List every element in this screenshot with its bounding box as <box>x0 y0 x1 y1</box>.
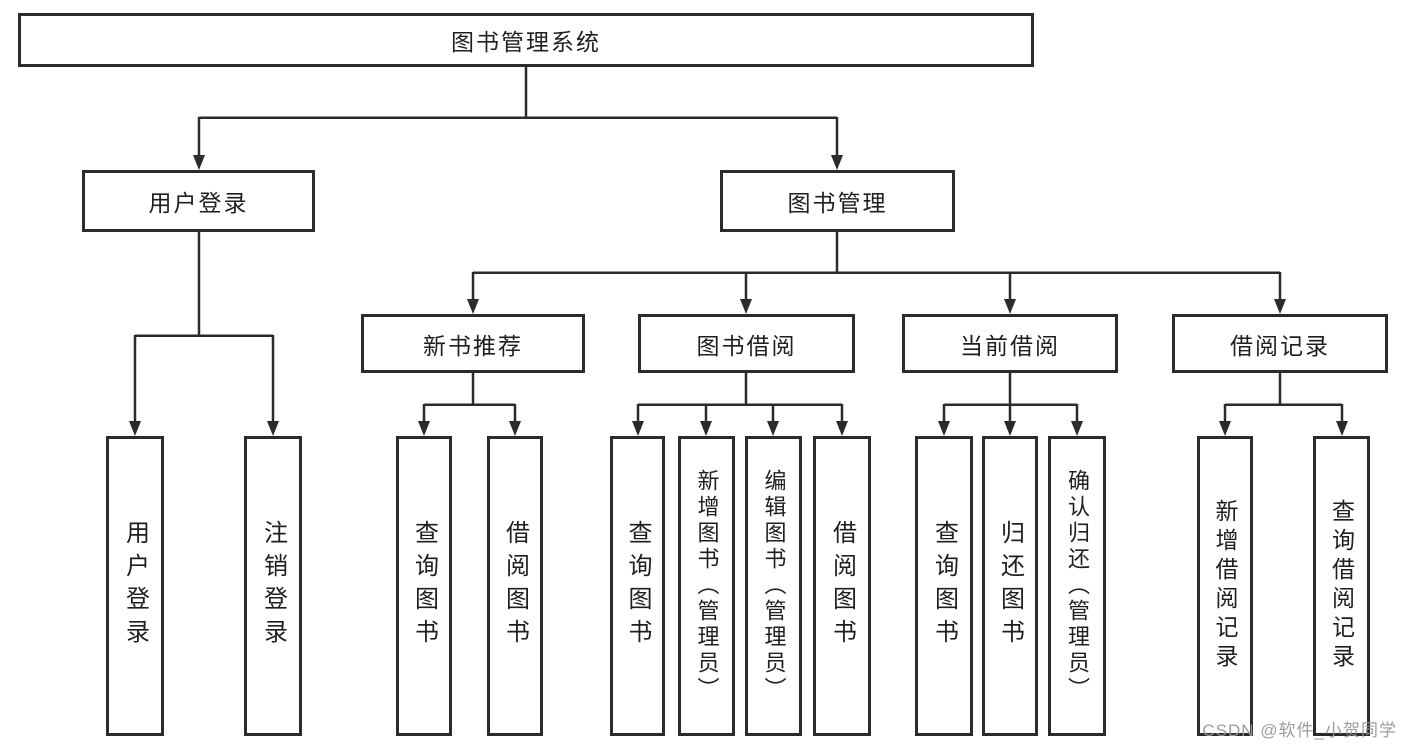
leaf-add-book-admin-label: 新增图书（管理员） <box>694 469 720 703</box>
leaf-return-books-label: 归还图书 <box>996 520 1024 652</box>
leaf-edit-book-admin-label: 编辑图书（管理员） <box>761 469 787 703</box>
leaf-logout: 注销登录 <box>244 436 302 736</box>
leaf-query-books-recommend-label: 查询图书 <box>410 520 438 652</box>
node-borrow-records: 借阅记录 <box>1172 314 1388 373</box>
node-borrow-records-label: 借阅记录 <box>1230 332 1330 359</box>
edge-borrow-records-to-leaves <box>1219 373 1348 436</box>
leaf-return-books: 归还图书 <box>982 436 1038 736</box>
edge-user-login-to-leaves <box>129 232 279 436</box>
leaf-borrow-books: 借阅图书 <box>813 436 871 736</box>
leaf-add-book-admin: 新增图书（管理员） <box>678 436 735 736</box>
node-current-borrow: 当前借阅 <box>902 314 1118 373</box>
leaf-query-books-recommend: 查询图书 <box>396 436 452 736</box>
node-book-borrow: 图书借阅 <box>638 314 855 373</box>
leaf-edit-book-admin: 编辑图书（管理员） <box>745 436 802 736</box>
node-new-book-recommend-label: 新书推荐 <box>423 332 523 359</box>
leaf-query-borrow-record: 查询借阅记录 <box>1313 436 1370 736</box>
leaf-borrow-books-recommend: 借阅图书 <box>487 436 543 736</box>
edge-root-to-level2 <box>193 67 843 170</box>
leaf-query-books-borrow-label: 查询图书 <box>624 520 651 652</box>
leaf-add-borrow-record: 新增借阅记录 <box>1197 436 1253 736</box>
node-root-system: 图书管理系统 <box>18 13 1034 67</box>
leaf-borrow-books-recommend-label: 借阅图书 <box>501 520 529 652</box>
leaf-confirm-return-admin: 确认归还（管理员） <box>1048 436 1106 736</box>
edge-book-borrow-to-leaves <box>632 373 848 436</box>
node-book-management-label: 图书管理 <box>787 190 888 216</box>
leaf-query-borrow-record-label: 查询借阅记录 <box>1328 499 1355 673</box>
node-book-management: 图书管理 <box>720 170 955 232</box>
node-new-book-recommend: 新书推荐 <box>361 314 585 373</box>
node-user-login: 用户登录 <box>82 170 315 232</box>
leaf-user-login-label: 用户登录 <box>121 520 149 652</box>
leaf-confirm-return-admin-label: 确认归还（管理员） <box>1065 469 1090 703</box>
edge-book-management-to-level3 <box>467 232 1286 314</box>
node-user-login-label: 用户登录 <box>148 190 249 216</box>
node-root-system-label: 图书管理系统 <box>451 29 601 55</box>
leaf-query-books-current: 查询图书 <box>915 436 973 736</box>
leaf-query-books-current-label: 查询图书 <box>930 520 958 652</box>
node-current-borrow-label: 当前借阅 <box>960 332 1060 359</box>
leaf-query-books-borrow: 查询图书 <box>610 436 665 736</box>
edge-current-borrow-to-leaves <box>938 373 1083 436</box>
node-book-borrow-label: 图书借阅 <box>696 332 797 359</box>
edge-new-book-recommend-to-leaves <box>418 373 521 436</box>
leaf-add-borrow-record-label: 新增借阅记录 <box>1212 499 1238 673</box>
leaf-borrow-books-label: 借阅图书 <box>828 520 856 652</box>
leaf-logout-label: 注销登录 <box>259 520 287 652</box>
leaf-user-login: 用户登录 <box>106 436 164 736</box>
